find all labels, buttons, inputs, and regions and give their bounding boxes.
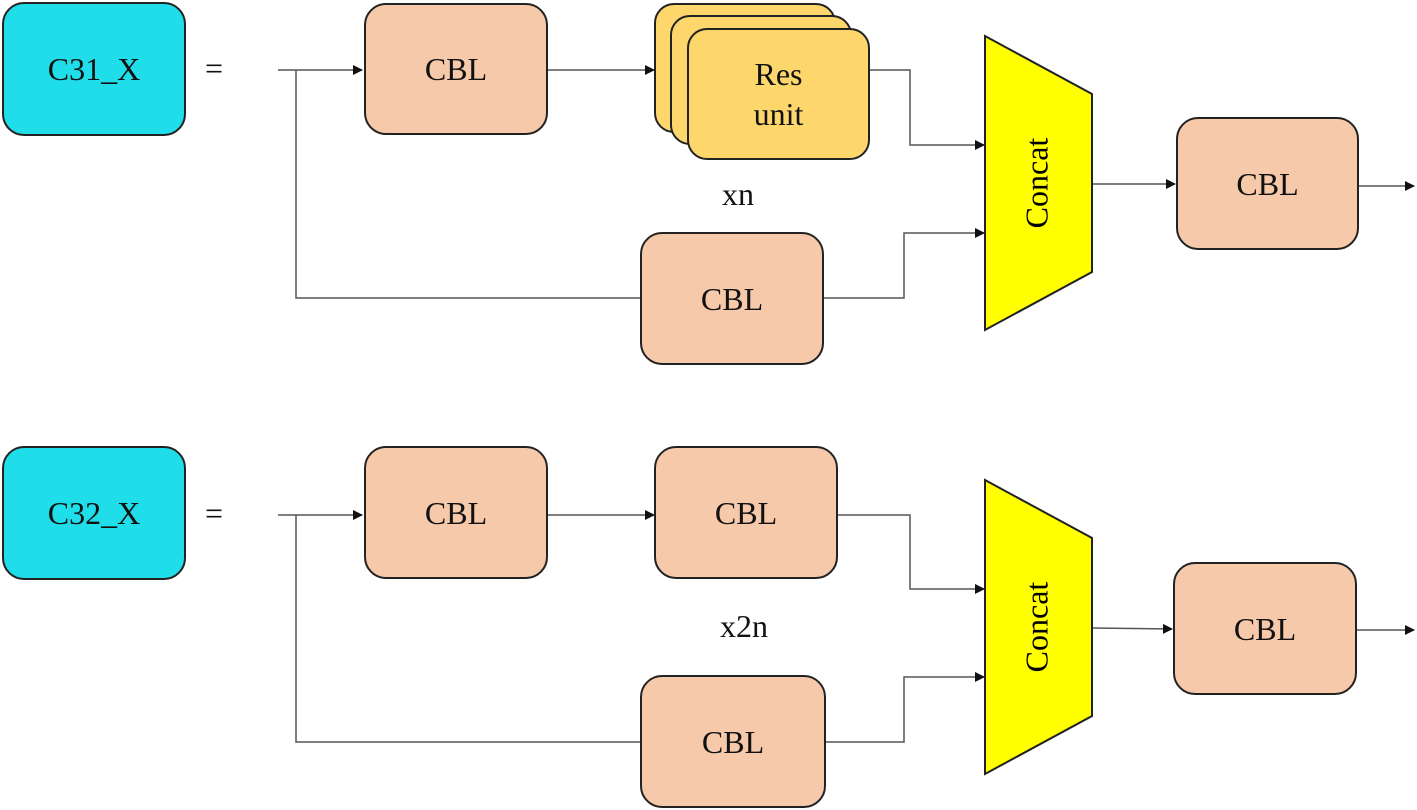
output-cbl-block: CBL	[1173, 562, 1357, 695]
cbl-label: CBL	[714, 494, 778, 531]
branch-cbl-to-concat-arrow-2	[826, 672, 985, 743]
module-name-block-c31: C31_X	[2, 2, 186, 136]
repeat-label: xn	[722, 176, 754, 212]
cbl-label: CBL	[701, 723, 765, 760]
concat-label-1: Concat	[1018, 138, 1054, 229]
branch-cbl-block: CBL	[640, 232, 824, 365]
equals-sign: =	[205, 50, 224, 86]
cbl-label: CBL	[1233, 610, 1297, 647]
cbl-to-concat-arrow-2	[838, 514, 985, 594]
cbl-label: CBL	[424, 51, 488, 87]
module-name-label: C31_X	[47, 51, 141, 87]
cbl-label: CBL	[700, 280, 764, 317]
module-name-label: C32_X	[47, 495, 141, 531]
cbl-label: CBL	[1236, 165, 1299, 202]
cbl-block: CBL	[364, 446, 548, 579]
concat-shape-1	[984, 34, 1093, 332]
middle-cbl-block: CBL	[654, 446, 838, 579]
res-unit-block: Res unit	[687, 28, 870, 160]
cbl-block: CBL	[364, 3, 548, 135]
repeat-label: x2n	[720, 608, 768, 644]
cbl-label: CBL	[424, 494, 488, 531]
module-name-block-c32: C32_X	[2, 446, 186, 580]
output-cbl-block: CBL	[1176, 117, 1359, 250]
res-to-concat-arrow	[870, 69, 985, 150]
branch-cbl-to-concat-arrow	[824, 228, 985, 299]
skip-branch-line-2	[295, 515, 640, 743]
module-2-wires	[278, 510, 1415, 743]
concat-shape-2	[984, 478, 1093, 776]
equals-sign: =	[205, 495, 224, 531]
skip-branch-line	[295, 70, 640, 299]
branch-cbl-block: CBL	[640, 675, 826, 808]
res-unit-label: Res unit	[753, 56, 804, 132]
module-1-wires	[278, 65, 1415, 299]
concat-label-2: Concat	[1018, 582, 1054, 673]
concat-to-cbl-arrow-2	[1091, 623, 1173, 634]
